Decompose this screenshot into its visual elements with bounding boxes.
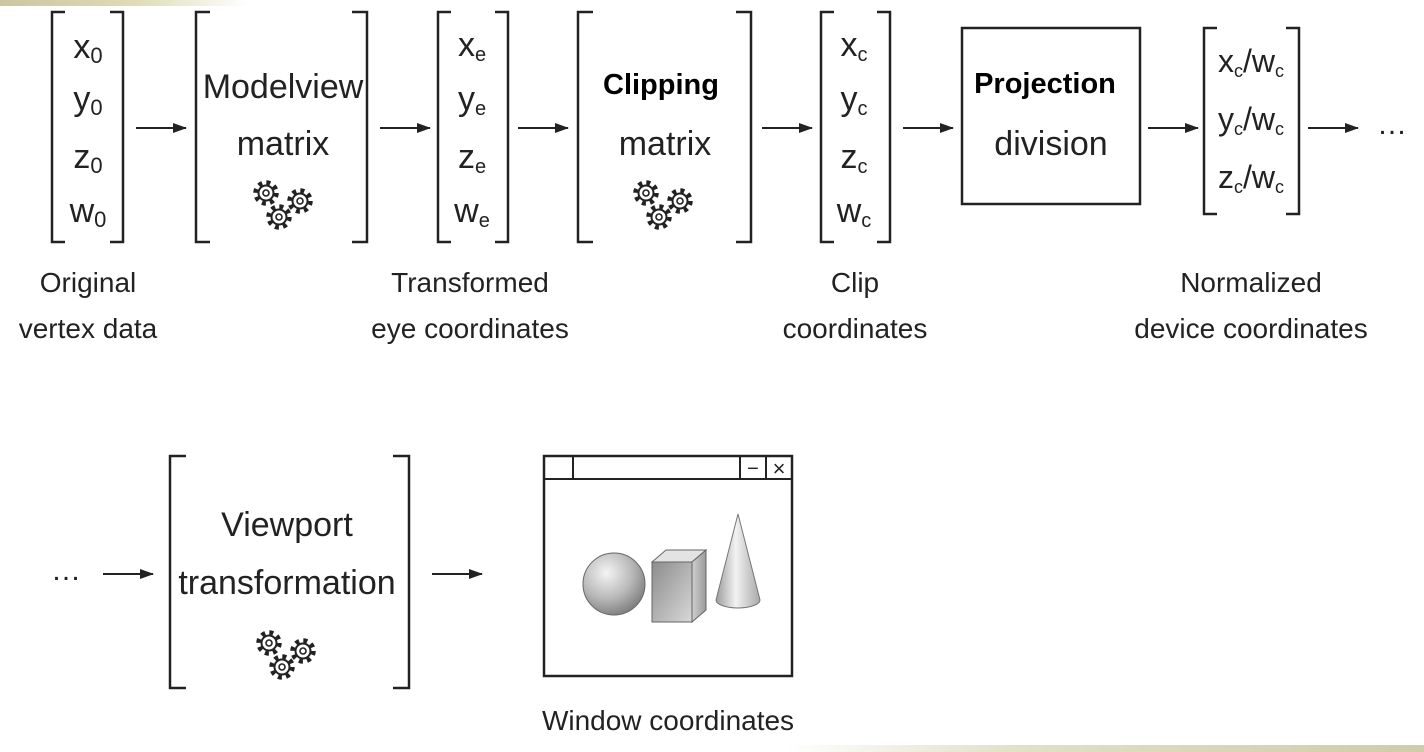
gears-icon bbox=[259, 633, 314, 678]
stage-label: Clipping bbox=[603, 69, 719, 101]
stage-caption: coordinates bbox=[783, 313, 928, 344]
stage-label: matrix bbox=[619, 125, 712, 163]
eye-coordinates-vector: xe ye ze we bbox=[436, 10, 510, 244]
cone-icon bbox=[715, 513, 761, 609]
corner-decoration bbox=[0, 0, 250, 6]
vector-entry: x0 bbox=[73, 28, 102, 68]
vector-entry: w0 bbox=[69, 192, 107, 232]
vector-entry: yc bbox=[841, 80, 868, 120]
left-bracket bbox=[168, 454, 186, 690]
stage-caption: device coordinates bbox=[1134, 313, 1367, 344]
stage-label: division bbox=[994, 125, 1107, 163]
vector-entry: we bbox=[453, 192, 490, 232]
stage-caption: Window coordinates bbox=[542, 705, 794, 736]
sphere-icon bbox=[582, 552, 646, 616]
left-bracket bbox=[50, 10, 65, 244]
clipping-matrix-stage: Clipping matrix bbox=[576, 10, 753, 244]
stage-label: Projection bbox=[974, 68, 1116, 100]
projection-division-stage: Projection division bbox=[960, 26, 1142, 206]
stage-label: Modelview bbox=[203, 68, 364, 106]
stage-caption: Normalized bbox=[1180, 267, 1322, 298]
right-bracket bbox=[877, 10, 892, 244]
stage-caption: eye coordinates bbox=[371, 313, 569, 344]
modelview-matrix-stage: Modelview matrix bbox=[194, 10, 369, 244]
left-bracket bbox=[819, 10, 834, 244]
clip-coordinates-vector: xc yc zc wc bbox=[819, 10, 892, 244]
vector-entry: xe bbox=[458, 26, 486, 66]
stage-caption: Original bbox=[40, 267, 136, 298]
vector-entry: xc bbox=[841, 26, 868, 66]
vector-entry: zc/wc bbox=[1218, 159, 1284, 197]
right-bracket bbox=[393, 454, 411, 690]
stage-label: matrix bbox=[237, 125, 330, 163]
ndc-vector: xc/wc yc/wc zc/wc bbox=[1202, 26, 1301, 216]
gears-icon bbox=[256, 183, 311, 228]
right-bracket bbox=[495, 10, 510, 244]
vector-entry: xc/wc bbox=[1218, 43, 1284, 81]
corner-decoration bbox=[784, 745, 1424, 752]
right-bracket bbox=[352, 10, 369, 244]
right-bracket bbox=[110, 10, 125, 244]
vector-entry: ze bbox=[458, 138, 486, 178]
stage-caption: Clip bbox=[831, 267, 879, 298]
left-bracket bbox=[1202, 26, 1217, 216]
close-icon: × bbox=[773, 456, 786, 481]
stage-label: Viewport bbox=[221, 506, 353, 544]
continuation-ellipsis: … bbox=[1377, 108, 1407, 141]
gears-icon bbox=[636, 183, 691, 228]
minimize-icon: − bbox=[747, 458, 759, 480]
vector-entry: z0 bbox=[73, 138, 102, 178]
stage-box bbox=[960, 26, 1142, 206]
vector-entry: ye bbox=[458, 80, 486, 120]
viewport-transformation-stage: Viewport transformation bbox=[168, 454, 411, 690]
vector-entry: y0 bbox=[73, 80, 102, 120]
left-bracket bbox=[436, 10, 451, 244]
continuation-ellipsis: … bbox=[51, 554, 81, 587]
vector-entry: zc bbox=[841, 138, 868, 178]
stage-caption: Transformed bbox=[391, 267, 549, 298]
vector-entry: yc/wc bbox=[1218, 101, 1284, 139]
cube-icon bbox=[650, 548, 708, 624]
left-bracket bbox=[576, 10, 593, 244]
stage-label: transformation bbox=[178, 564, 395, 602]
stage-caption: vertex data bbox=[19, 313, 158, 344]
left-bracket bbox=[194, 10, 210, 244]
window-coordinates-stage: − × bbox=[542, 454, 794, 678]
vector-entry: wc bbox=[836, 192, 872, 232]
right-bracket bbox=[1286, 26, 1301, 216]
right-bracket bbox=[736, 10, 753, 244]
original-vertex-vector: x0 y0 z0 w0 bbox=[50, 10, 125, 244]
